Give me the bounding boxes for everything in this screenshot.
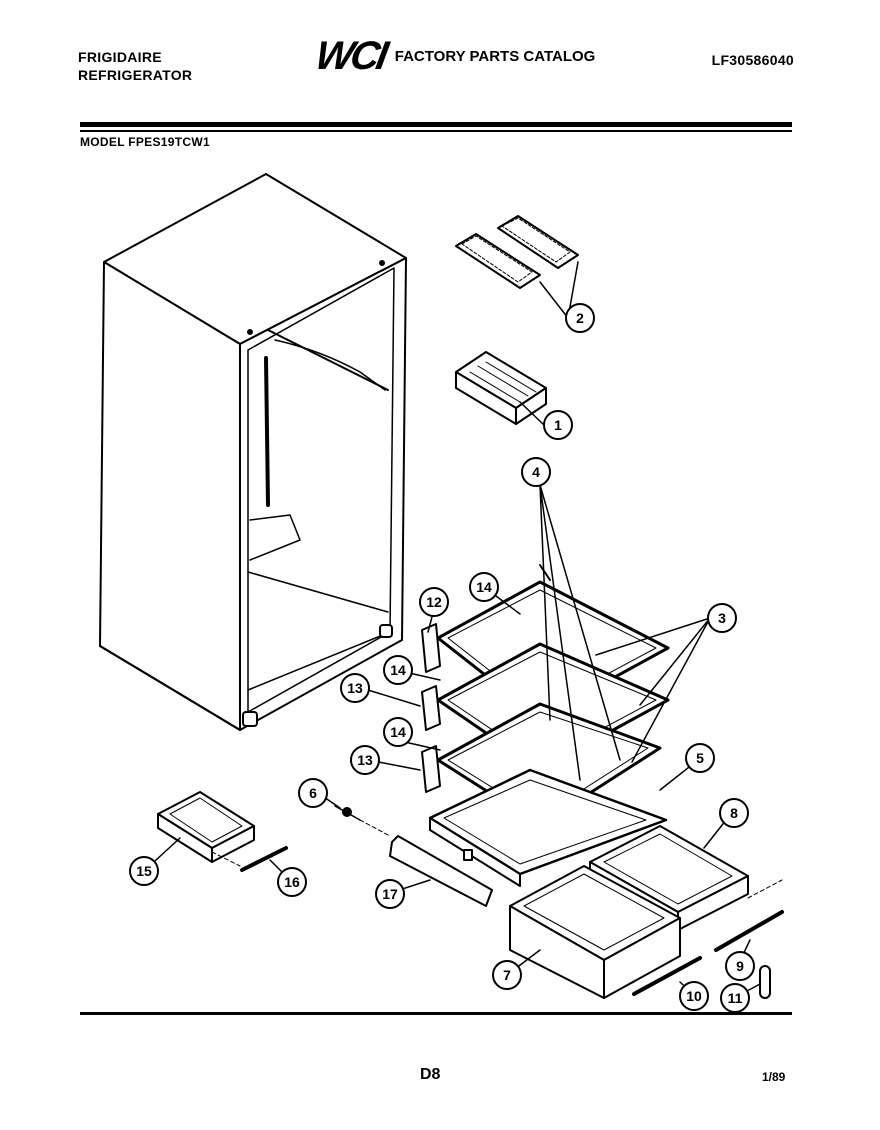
callout-6: 6: [298, 778, 328, 808]
brand-name: FRIGIDAIRE: [78, 49, 162, 65]
refrigerator-cabinet: [99, 173, 407, 731]
svg-text:4: 4: [532, 464, 540, 480]
screw-6: [334, 805, 391, 837]
svg-text:3: 3: [718, 610, 726, 626]
rod-16: [240, 846, 288, 872]
svg-text:7: 7: [503, 967, 511, 983]
date-code: 1/89: [762, 1070, 786, 1084]
svg-text:17: 17: [382, 886, 398, 902]
page-id: D8: [420, 1066, 441, 1083]
callout-2: 2: [565, 303, 595, 333]
callouts: 2 1 4 3 14 12 14 13 14 13 5 6 8 15 16 17…: [129, 303, 755, 1013]
callout-14b: 14: [383, 655, 413, 685]
header-rule-thin: [80, 130, 792, 132]
callout-4: 4: [521, 457, 551, 487]
brand-block: FRIGIDAIRE REFRIGERATOR: [78, 48, 192, 84]
small-drawer-15: [157, 791, 255, 863]
catalog-header: WCI FACTORY PARTS CATALOG: [312, 34, 596, 78]
callout-16: 16: [277, 867, 307, 897]
header-rule: [80, 122, 792, 127]
callout-11: 11: [720, 983, 750, 1013]
svg-text:14: 14: [390, 662, 406, 678]
svg-text:14: 14: [390, 724, 406, 740]
rail-9: [714, 910, 784, 952]
bar-17-part: [389, 835, 493, 907]
callout-8: 8: [719, 798, 749, 828]
svg-text:10: 10: [686, 988, 702, 1004]
callout-13b: 13: [350, 745, 380, 775]
product-type: REFRIGERATOR: [78, 67, 193, 83]
callout-10: 10: [679, 981, 709, 1011]
ice-bin-part: [455, 351, 547, 425]
svg-text:8: 8: [730, 805, 738, 821]
crisper-drawer-7: [509, 865, 681, 999]
callout-14c: 14: [383, 717, 413, 747]
callout-7: 7: [492, 960, 522, 990]
svg-text:11: 11: [728, 990, 743, 1006]
callout-1: 1: [543, 410, 573, 440]
svg-text:6: 6: [309, 785, 317, 801]
callout-5: 5: [685, 743, 715, 773]
callout-9: 9: [725, 951, 755, 981]
svg-text:12: 12: [426, 594, 442, 610]
footer-rule: [80, 1012, 792, 1015]
callout-13a: 13: [340, 673, 370, 703]
rail-10: [632, 956, 702, 996]
svg-text:5: 5: [696, 750, 704, 766]
callout-15: 15: [129, 856, 159, 886]
clip-11: [759, 965, 771, 999]
document-number: LF30586040: [711, 52, 794, 68]
callout-12: 12: [419, 587, 449, 617]
svg-text:13: 13: [347, 680, 363, 696]
callout-17: 17: [375, 879, 405, 909]
svg-text:9: 9: [736, 958, 744, 974]
svg-text:2: 2: [576, 310, 584, 326]
callout-14a: 14: [469, 572, 499, 602]
catalog-title: FACTORY PARTS CATALOG: [394, 47, 596, 65]
svg-text:16: 16: [284, 874, 300, 890]
model-label: MODEL FPES19TCW1: [80, 135, 210, 149]
ice-tray-parts: [455, 215, 579, 289]
svg-text:14: 14: [476, 579, 492, 595]
callout-3: 3: [707, 603, 737, 633]
svg-text:1: 1: [554, 417, 562, 433]
svg-text:15: 15: [136, 863, 152, 879]
crisper-cover: [428, 768, 668, 887]
svg-text:13: 13: [357, 752, 373, 768]
